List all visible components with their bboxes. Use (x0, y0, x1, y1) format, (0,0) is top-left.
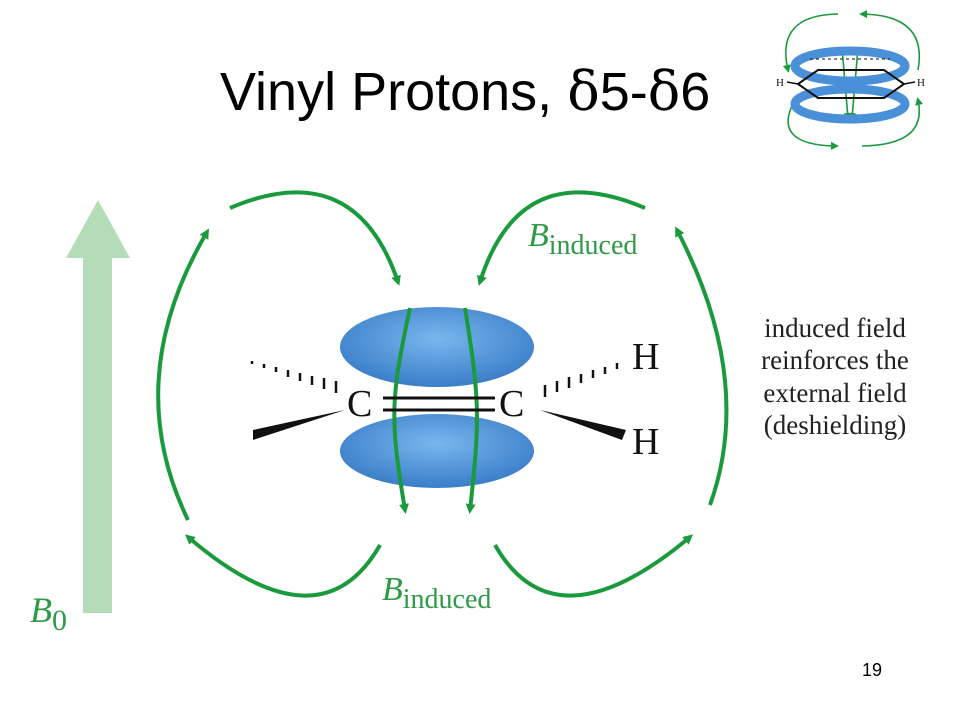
pi-cloud-bottom (340, 414, 534, 488)
b0-symbol: B (30, 590, 52, 630)
deshielding-caption: induced field reinforces the external fi… (730, 312, 940, 442)
caption-line-1: induced field (764, 313, 906, 343)
b-induced-subscript: induced (403, 584, 492, 615)
title-text: Vinyl Protons, (220, 62, 568, 122)
b0-arrow-icon (66, 200, 130, 613)
carbon-right: C (499, 383, 524, 425)
induced-field-arrows (156, 190, 729, 598)
b-induced-symbol: B (382, 571, 403, 608)
hashed-bond-right (543, 363, 619, 397)
double-bond (383, 396, 495, 412)
caption-line-3: external field (763, 377, 907, 408)
inset-hydrogen-right: H (917, 77, 925, 89)
hashed-bond-left (250, 361, 338, 393)
wedge-bond-right (540, 410, 626, 440)
hydrogen-bottom: H (632, 421, 659, 463)
b-induced-label-bottom: Binduced (382, 571, 491, 615)
page-number: 19 (861, 660, 883, 680)
b-induced-label-top: Binduced (528, 217, 637, 261)
range-end: 6 (680, 62, 711, 122)
caption-line-2: reinforces the (761, 345, 909, 376)
caption-line-4: (deshielding) (763, 410, 907, 441)
b0-subscript: 0 (52, 604, 67, 637)
wedge-bond-left (253, 410, 345, 440)
delta-symbol: δ (567, 60, 600, 123)
hydrogen-top: H (632, 336, 659, 378)
b-induced-symbol: B (528, 217, 549, 254)
carbon-left: C (347, 383, 372, 425)
inset-hydrogen-left: H (776, 77, 784, 89)
pi-cloud-top (340, 307, 534, 387)
range-start: 5- (599, 62, 648, 122)
benzene-ring-current-inset: H H (776, 10, 925, 150)
b-induced-subscript: induced (549, 230, 638, 261)
delta-symbol-2: δ (647, 60, 681, 123)
b0-label: B0 (30, 590, 67, 637)
slide-title: Vinyl Protons, δ5-δ6 (220, 60, 760, 150)
